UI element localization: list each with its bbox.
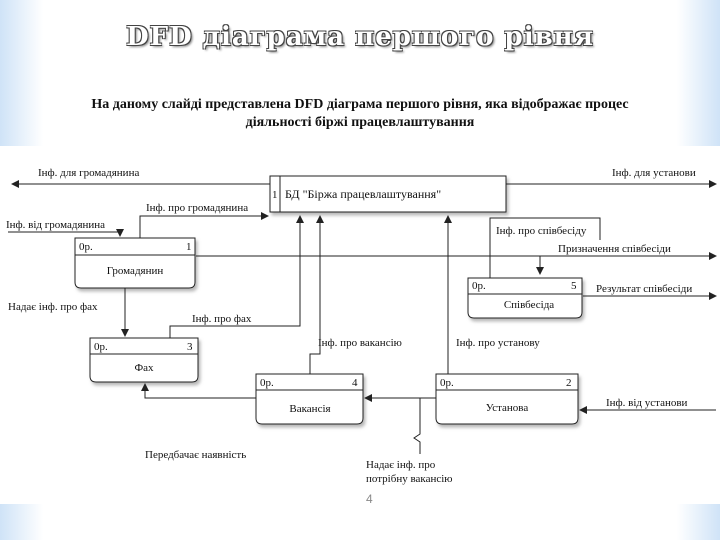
flow-label-provides-vacancy-2: потрібну вакансію <box>366 473 453 485</box>
flow-arrow-inf-from-citizen <box>8 229 124 237</box>
flow-label-inf-about-citizen: Інф. про громадянина <box>146 202 248 214</box>
datastore-birzha: 1 БД "Біржа працевлаштування" <box>269 175 507 213</box>
datastore-num: 1 <box>272 189 278 201</box>
dfd-diagram: 1 БД "Біржа працевлаштування" 0р. 1 Гром… <box>0 146 720 504</box>
process-num: 1 <box>186 241 192 253</box>
process-fakh: 0р. 3 Фах <box>89 337 199 383</box>
flow-arrow-requires-presence <box>141 383 256 399</box>
flow-label-inf-about-vacancy: Інф. про вакансію <box>318 337 402 349</box>
flow-connector-provides-vacancy <box>413 398 421 454</box>
process-name: Співбесіда <box>504 299 554 311</box>
process-name: Установа <box>486 402 529 414</box>
process-id: 0р. <box>440 377 454 389</box>
process-hromadianyn: 0р. 1 Громадянин <box>74 237 196 289</box>
process-id: 0р. <box>472 280 486 292</box>
process-num: 3 <box>187 341 193 353</box>
process-num: 5 <box>571 280 577 292</box>
flow-arrow-inf-about-citizen <box>139 212 269 238</box>
flow-arrow-inf-about-profession <box>169 215 304 338</box>
flow-label-provides-vacancy-1: Надає інф. про <box>366 459 436 471</box>
process-id: 0р. <box>260 377 274 389</box>
process-box <box>467 277 583 319</box>
page-number: 4 <box>366 492 373 506</box>
flow-label-requires-presence: Передбачає наявність <box>145 449 246 461</box>
datastore-box <box>269 175 507 213</box>
flow-label-interview-appointment: Призначення співбесіди <box>558 243 671 255</box>
process-name: Фах <box>134 362 154 374</box>
page-subtitle: На даному слайді представлена DFD діагра… <box>0 96 720 132</box>
flow-label-inf-for-institution-text: Інф. для установи <box>612 167 696 179</box>
flow-label-inf-for-citizen: Інф. для громадянина <box>38 167 139 179</box>
flow-line-inf-about-interview <box>489 217 601 278</box>
flow-label-inf-about-interview: Інф. про співбесіду <box>496 225 587 237</box>
subtitle-line-1: На даному слайді представлена DFD діагра… <box>91 97 629 112</box>
flow-label-inf-from-citizen: Інф. від громадянина <box>6 219 105 231</box>
process-ustanova: 0р. 2 Установа <box>435 373 579 425</box>
process-id: 0р. <box>79 241 93 253</box>
flow-label-provides-profession: Надає інф. про фах <box>8 301 98 313</box>
process-name: Вакансія <box>289 403 330 415</box>
dfd-canvas: 1 БД "Біржа працевлаштування" 0р. 1 Гром… <box>6 167 717 485</box>
flow-label-interview-result: Результат співбесіди <box>596 283 692 295</box>
process-num: 2 <box>566 377 572 389</box>
subtitle-line-2: діяльності біржі працевлаштування <box>245 115 475 130</box>
process-id: 0р. <box>94 341 108 353</box>
flow-lines <box>8 180 717 454</box>
process-box <box>255 373 364 425</box>
process-name: Громадянин <box>107 265 164 277</box>
flow-arrow-inf-about-vacancy <box>309 215 324 374</box>
process-box <box>435 373 579 425</box>
datastore-name: БД "Біржа працевлаштування" <box>285 187 441 201</box>
flow-label-inf-from-institution: Інф. від установи <box>606 397 688 409</box>
process-box <box>89 337 199 383</box>
page-title: DFD діаграма першого рівня <box>126 22 594 52</box>
process-vakansiia: 0р. 4 Вакансія <box>255 373 364 425</box>
flow-label-inf-about-institution: Інф. про установу <box>456 337 540 349</box>
process-box <box>74 237 196 289</box>
flow-label-inf-about-profession: Інф. про фах <box>192 313 252 325</box>
process-spivbesida: 0р. 5 Співбесіда <box>467 277 583 319</box>
process-num: 4 <box>352 377 358 389</box>
